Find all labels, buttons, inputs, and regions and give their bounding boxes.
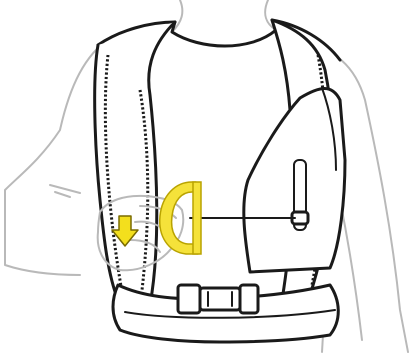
- vest: [95, 20, 345, 342]
- right-arm-inner: [340, 200, 362, 340]
- buckle-right: [240, 285, 258, 313]
- forearm-lines: [50, 185, 80, 197]
- buckle-left: [178, 285, 200, 313]
- inflation-handle-bar: [193, 182, 201, 254]
- buckle: [178, 285, 258, 313]
- buckle-center: [200, 288, 240, 310]
